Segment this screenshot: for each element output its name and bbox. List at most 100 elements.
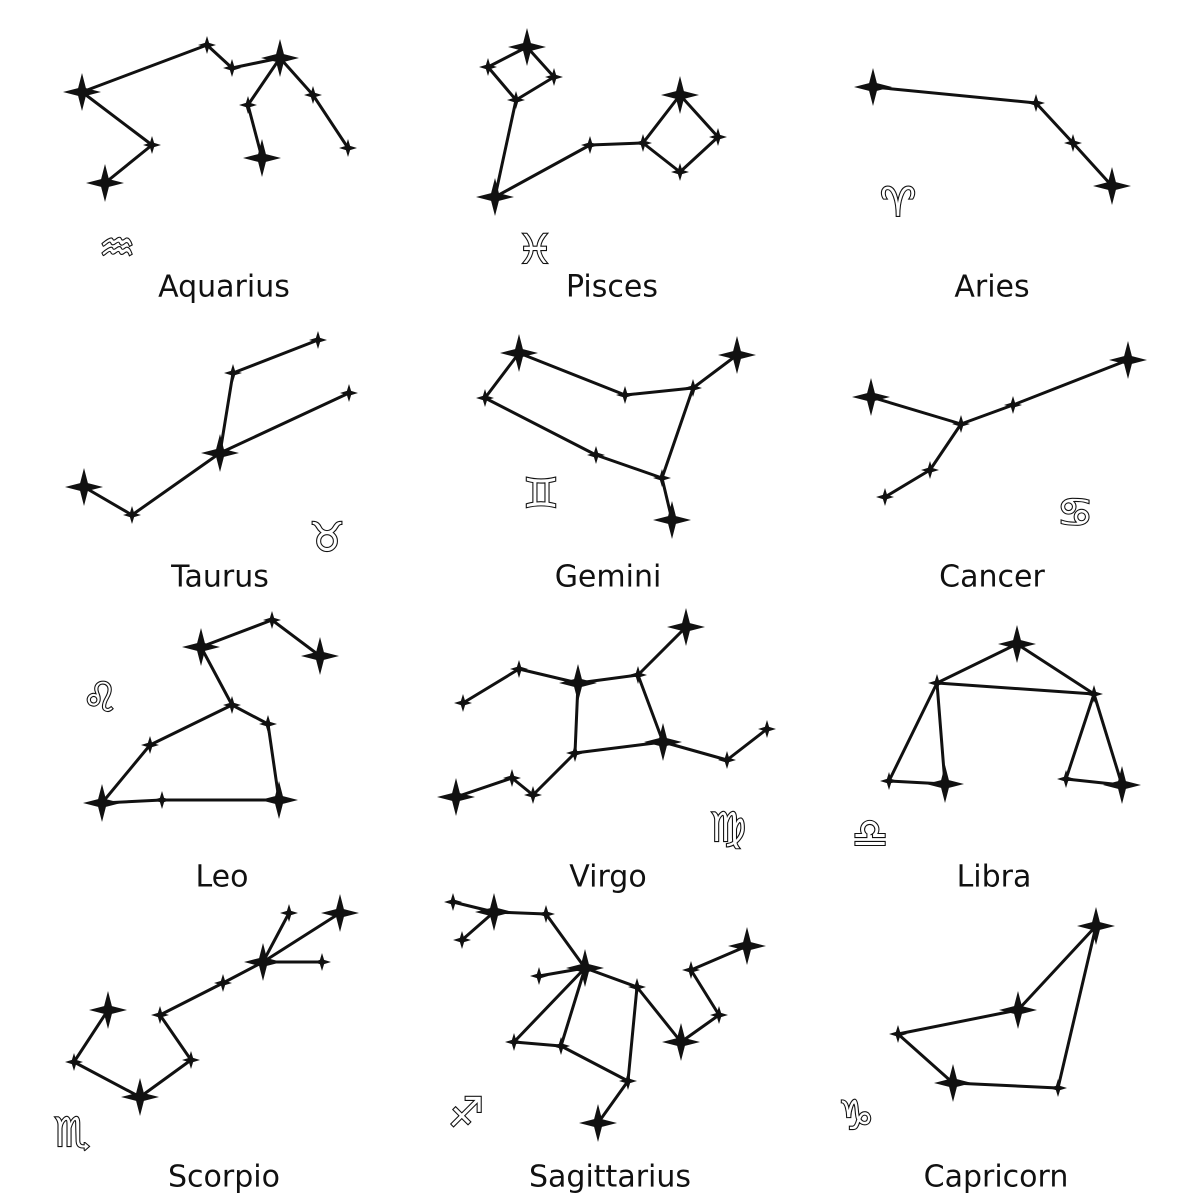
star-icon: [587, 446, 605, 464]
scorpio-link: [221, 960, 265, 985]
leo-symbol-icon: ♌: [82, 675, 118, 721]
bright-star-icon: [243, 139, 281, 177]
bright-star-icon: [998, 625, 1036, 663]
bright-star-icon: [644, 723, 682, 761]
bright-star-icon: [667, 608, 705, 646]
taurus-link: [82, 485, 134, 517]
star-icon: [141, 736, 159, 754]
libra-link: [1092, 692, 1124, 787]
bright-star-icon: [321, 894, 359, 932]
constellation-gemini: ♊Gemini: [476, 334, 756, 595]
star-icon: [123, 506, 141, 524]
virgo-link: [661, 740, 729, 762]
star-icon: [758, 720, 776, 738]
constellation-cancer: ♋ Cancer: [852, 341, 1147, 595]
star-icon: [566, 744, 584, 762]
star-icon: [921, 461, 939, 479]
star-icon: [634, 134, 652, 152]
virgo-label: Virgo: [569, 860, 646, 895]
pisces-symbol-icon: ♓: [517, 227, 553, 273]
constellation-virgo: ♍ Virgo: [437, 608, 776, 895]
libra-link: [887, 681, 939, 783]
bright-star-icon: [653, 501, 691, 539]
bright-star-icon: [718, 336, 756, 374]
sagittarius-link: [544, 912, 587, 970]
capricorn-link: [896, 1032, 955, 1085]
capricorn-link: [951, 1081, 1060, 1090]
virgo-link: [636, 625, 688, 677]
star-icon: [65, 1053, 83, 1071]
constellation-capricorn: ♑Capricorn: [837, 907, 1115, 1195]
cancer-symbol-icon: ♋: [1057, 490, 1093, 536]
constellation-pisces: ♓Pisces: [476, 28, 727, 305]
star-icon: [616, 386, 634, 404]
bright-star-icon: [579, 1104, 617, 1142]
star-icon: [280, 904, 298, 922]
taurus-link: [218, 371, 235, 455]
taurus-link: [130, 451, 222, 517]
star-icon: [453, 931, 471, 949]
star-icon: [304, 86, 322, 104]
virgo-symbol-icon: ♍: [710, 805, 746, 851]
star-icon: [952, 415, 970, 433]
bright-star-icon: [999, 991, 1037, 1029]
star-icon: [223, 59, 241, 77]
virgo-link: [454, 776, 514, 799]
leo-link: [266, 722, 281, 802]
pisces-link: [493, 98, 518, 199]
star-icon: [476, 389, 494, 407]
star-icon: [889, 1025, 907, 1043]
bright-star-icon: [301, 637, 339, 675]
star-icon: [153, 791, 171, 809]
aquarius-symbol-icon: ♒: [99, 225, 135, 271]
virgo-link: [461, 667, 521, 705]
gemini-link: [691, 353, 739, 390]
star-icon: [151, 1006, 169, 1024]
capricorn-link: [1016, 924, 1098, 1012]
aquarius-link: [80, 90, 154, 147]
sagittarius-link: [583, 966, 639, 989]
virgo-link: [725, 727, 769, 762]
bright-star-icon: [63, 73, 101, 111]
star-icon: [479, 58, 497, 76]
bright-star-icon: [559, 664, 597, 702]
bright-star-icon: [86, 164, 124, 202]
cancer-label: Cancer: [939, 560, 1045, 595]
aquarius-link: [246, 56, 282, 107]
bright-star-icon: [508, 28, 546, 66]
star-icon: [223, 696, 241, 714]
scorpio-symbol-icon: ♏: [54, 1110, 90, 1156]
aries-link: [871, 85, 1038, 105]
bright-star-icon: [1103, 766, 1141, 804]
star-icon: [928, 674, 946, 692]
star-icon: [581, 136, 599, 154]
pisces-link: [641, 141, 682, 174]
bright-star-icon: [201, 434, 239, 472]
capricorn-link: [896, 1008, 1020, 1036]
libra-symbol-icon: ♎: [852, 811, 888, 857]
bright-star-icon: [1077, 907, 1115, 945]
bright-star-icon: [260, 781, 298, 819]
taurus-label: Taurus: [170, 560, 269, 595]
star-icon: [552, 1037, 570, 1055]
star-icon: [503, 769, 521, 787]
star-icon: [545, 68, 563, 86]
libra-link: [935, 681, 1096, 696]
gemini-link: [660, 386, 695, 480]
star-icon: [510, 660, 528, 678]
star-icon: [143, 136, 161, 154]
pisces-link: [641, 93, 682, 145]
pisces-link: [525, 45, 556, 79]
aquarius-label: Aquarius: [158, 270, 290, 305]
star-icon: [671, 163, 689, 181]
capricorn-symbol-icon: ♑: [838, 1093, 874, 1139]
gemini-link: [594, 453, 664, 480]
bright-star-icon: [1093, 167, 1131, 205]
pisces-link: [678, 93, 720, 139]
virgo-link: [531, 751, 577, 797]
sagittarius-link: [679, 1013, 721, 1044]
constellation-scorpio: ♏Scorpio: [53, 894, 359, 1195]
taurus-link: [218, 391, 351, 455]
leo-link: [100, 743, 152, 805]
